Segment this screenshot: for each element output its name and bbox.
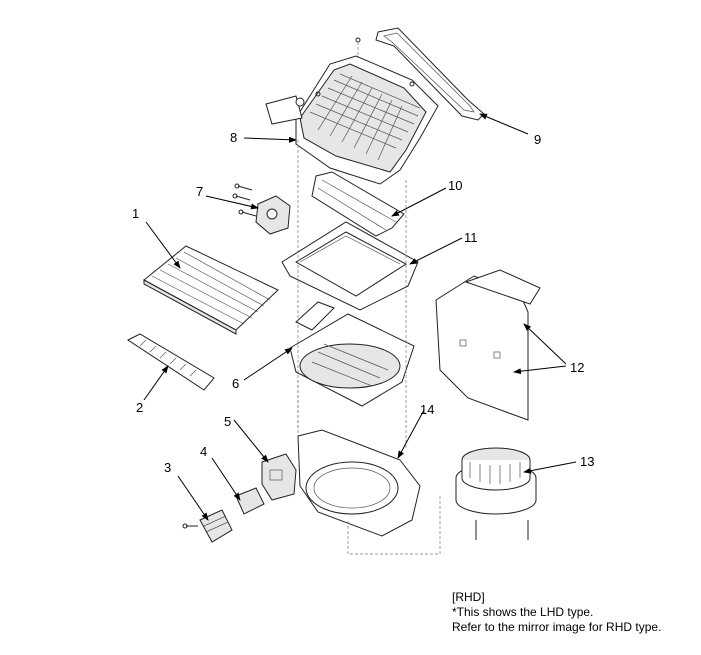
part-4-connector-module (235, 487, 265, 515)
part-14-lower-case (297, 429, 421, 537)
callout-2: 2 (136, 400, 143, 415)
callout-8: 8 (230, 130, 237, 145)
rhd-note: [RHD] *This shows the LHD type. Refer to… (452, 590, 661, 635)
callout-9: 9 (534, 132, 541, 147)
callout-10: 10 (448, 178, 462, 193)
callout-5: 5 (224, 414, 231, 429)
part-1-air-filter (143, 245, 279, 335)
part-13-blower-motor (455, 447, 537, 540)
part-6-blower-housing (289, 301, 415, 407)
part-10-filter-cover (311, 171, 405, 237)
note-line-lhd: *This shows the LHD type. (452, 605, 594, 619)
note-title: [RHD] (452, 590, 485, 604)
part-2-filter-grille (127, 333, 215, 391)
note-line-mirror: Refer to the mirror image for RHD type. (452, 620, 662, 634)
callout-numbers: 1 2 3 4 5 6 7 8 9 10 11 12 13 14 (132, 130, 594, 475)
callout-11: 11 (464, 230, 478, 245)
part-3-blower-resistor (182, 509, 233, 543)
alignment-guides (297, 140, 441, 555)
part-8-intake-case (265, 37, 439, 185)
part-11-filter-frame (281, 221, 419, 311)
part-12-side-panels (435, 269, 541, 421)
callout-7: 7 (196, 184, 203, 199)
callout-13: 13 (580, 454, 594, 469)
callout-1: 1 (132, 206, 139, 221)
part-5-resistor-housing (261, 453, 297, 501)
part-7-intake-actuator (232, 183, 291, 235)
callout-leaders (143, 113, 577, 521)
callout-12: 12 (570, 360, 584, 375)
callout-3: 3 (164, 460, 171, 475)
part-9-seal-gasket (375, 27, 485, 121)
callout-6: 6 (232, 376, 239, 391)
callout-14: 14 (420, 402, 434, 417)
callout-4: 4 (200, 444, 207, 459)
